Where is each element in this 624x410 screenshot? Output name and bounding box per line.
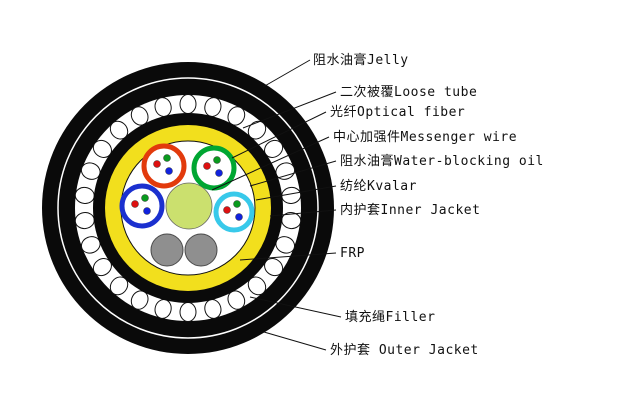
label-optical-fiber: 光纤Optical fiber: [330, 105, 465, 120]
label-loose-tube: 二次被覆Loose tube: [340, 84, 477, 100]
optical-fiber-dot: [203, 162, 211, 170]
frp-center-rod: [165, 182, 213, 230]
cable-cross-section: [42, 62, 334, 354]
optical-fiber-dot: [215, 169, 223, 177]
label-inner-jacket: 内护套Inner Jacket: [340, 202, 480, 218]
optical-fiber-dot: [223, 206, 231, 214]
optical-fiber-dot: [141, 194, 149, 202]
leader-water-blocking-oil: [249, 160, 337, 187]
leader-jelly: [262, 59, 311, 88]
leader-outer-jacket: [263, 331, 327, 351]
filler-ovals: [74, 94, 302, 322]
optical-fiber-dot: [165, 167, 173, 175]
optical-fiber-dot: [233, 200, 241, 208]
leader-kvalar: [255, 185, 337, 201]
filler-rod: [184, 233, 218, 267]
filler-oval: [179, 302, 197, 322]
filler-oval: [179, 94, 197, 114]
optical-fiber-dot: [143, 207, 151, 215]
jacket-tape-line: [57, 77, 319, 339]
loose-tube-cyan: [213, 191, 255, 233]
optical-fiber-dot: [131, 200, 139, 208]
optical-fiber-dot: [213, 156, 221, 164]
leader-loose-tube: [242, 91, 337, 129]
optical-fiber-dot: [235, 213, 243, 221]
loose-tube-blue: [119, 183, 165, 229]
leader-inner-jacket: [269, 209, 337, 217]
label-frp: FRP: [340, 246, 365, 261]
label-outer-jacket: 外护套 Outer Jacket: [330, 342, 479, 358]
leader-messenger-wire: [211, 136, 330, 191]
loose-tube-green: [191, 145, 237, 191]
optical-fiber-dot: [163, 154, 171, 162]
loose-tube-red: [141, 143, 187, 189]
filler-rod: [150, 233, 184, 267]
label-water-blocking-oil: 阻水油膏Water-blocking oil: [340, 153, 544, 169]
leader-frp: [239, 252, 337, 261]
label-messenger-wire: 中心加强件Messenger wire: [333, 130, 517, 145]
callouts: 阻水油膏Jelly 二次被覆Loose tube 光纤Optical fiber…: [211, 52, 544, 358]
label-filler: 填充绳Filler: [345, 309, 435, 325]
label-jelly: 阻水油膏Jelly: [313, 52, 409, 68]
leader-optical-fiber: [231, 111, 327, 159]
label-kvalar: 纺纶Kvalar: [340, 179, 417, 194]
leader-filler: [249, 296, 342, 318]
optical-fiber-dot: [153, 160, 161, 168]
